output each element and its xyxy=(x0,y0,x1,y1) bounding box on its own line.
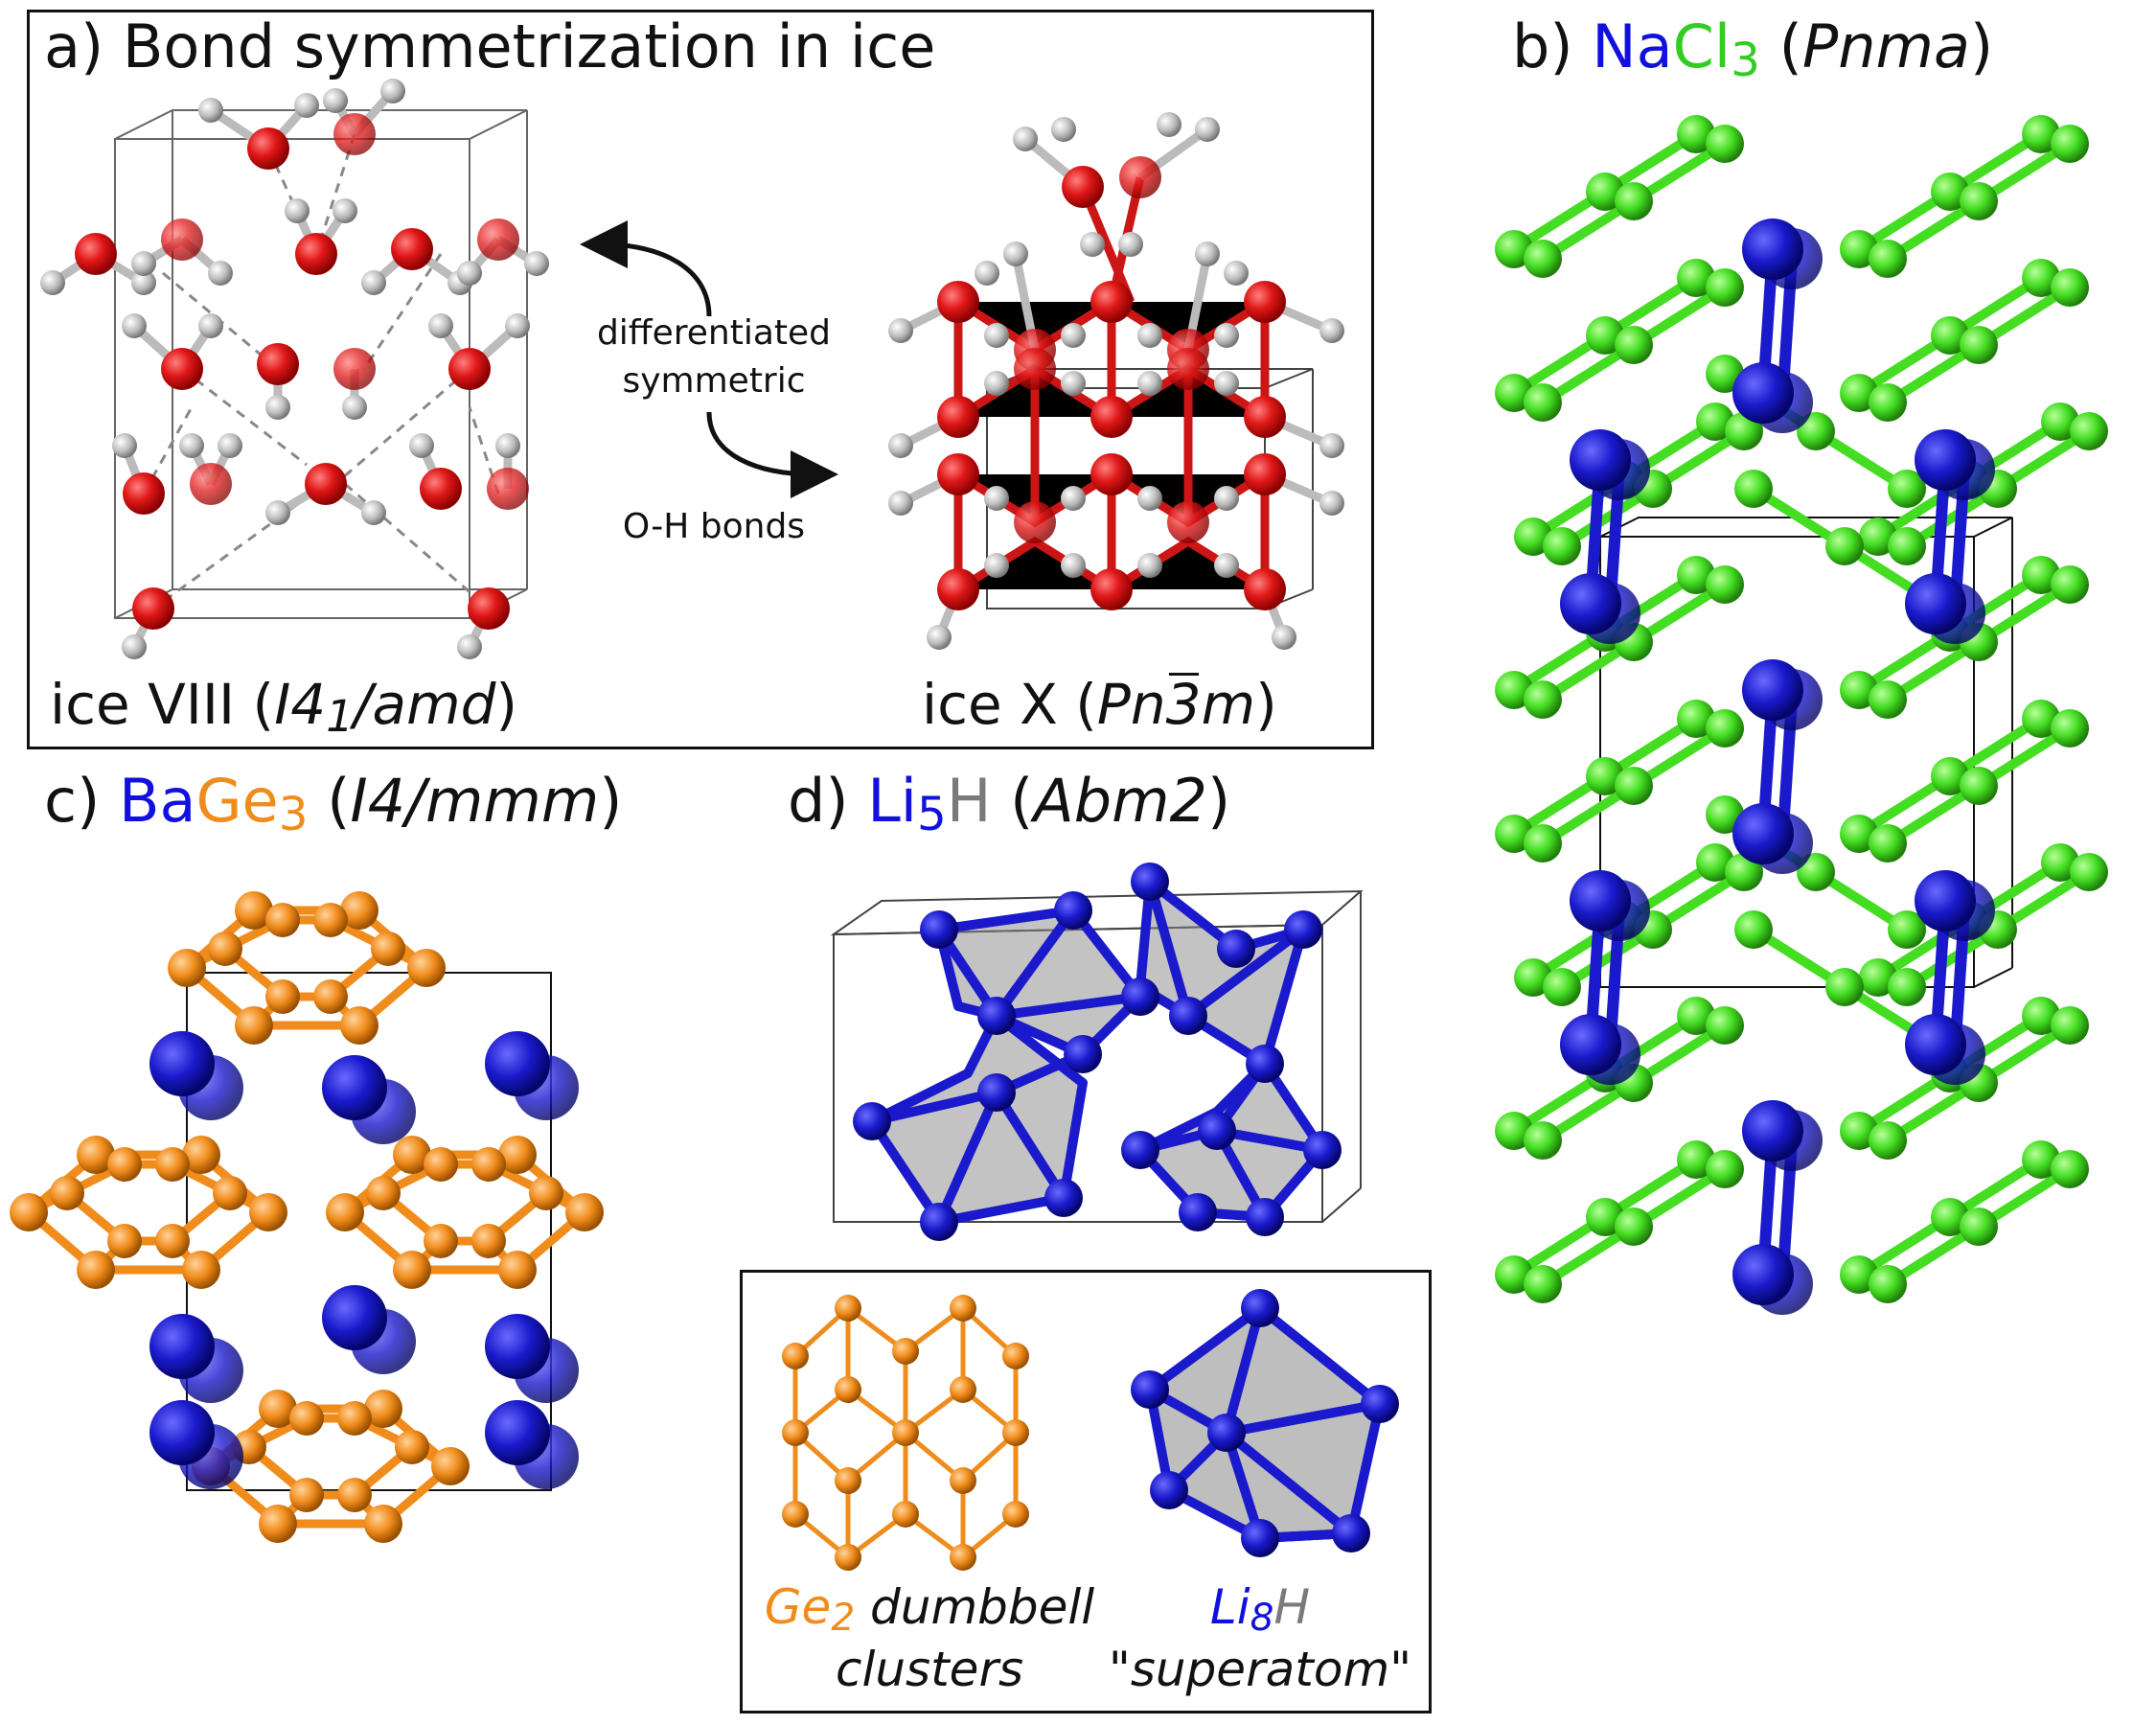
legend-frame xyxy=(740,1270,1432,1714)
arrow-label-differentiated: differentiated xyxy=(596,313,832,353)
panel-a-title: a) Bond symmetrization in ice xyxy=(44,12,936,81)
arrow-label-oh-bonds: O-H bonds xyxy=(622,507,806,546)
ice-x-structure xyxy=(888,112,1344,650)
transition-arrows xyxy=(580,220,838,498)
ice-viii-label: ice VIII (I41/amd) xyxy=(50,672,518,743)
ge2-dumbbell-cluster xyxy=(782,1295,1029,1571)
li8h-legend-label: Li8H "superatom" xyxy=(1108,1579,1412,1697)
panel-c-title: c) BaGe3 (I4/mmm) xyxy=(44,766,623,841)
li8h-superatom xyxy=(1131,1289,1399,1557)
nacl3-structure xyxy=(1495,134,2127,1399)
water-molecules xyxy=(40,79,549,659)
panel-a-frame xyxy=(27,10,1374,749)
bage3-structure xyxy=(0,882,747,1572)
ge2-legend-label: Ge2 dumbbell clusters xyxy=(764,1579,1095,1697)
li5h-structure xyxy=(830,862,1364,1241)
ice-x-label: ice X (Pn3m) xyxy=(922,672,1277,737)
arrow-label-symmetric: symmetric xyxy=(622,361,806,401)
ice-viii-structure xyxy=(40,79,549,659)
panel-b-title: b) NaCl3 (Pnma) xyxy=(1512,12,1994,87)
panel-d-title: d) Li5H (Abm2) xyxy=(788,766,1231,841)
